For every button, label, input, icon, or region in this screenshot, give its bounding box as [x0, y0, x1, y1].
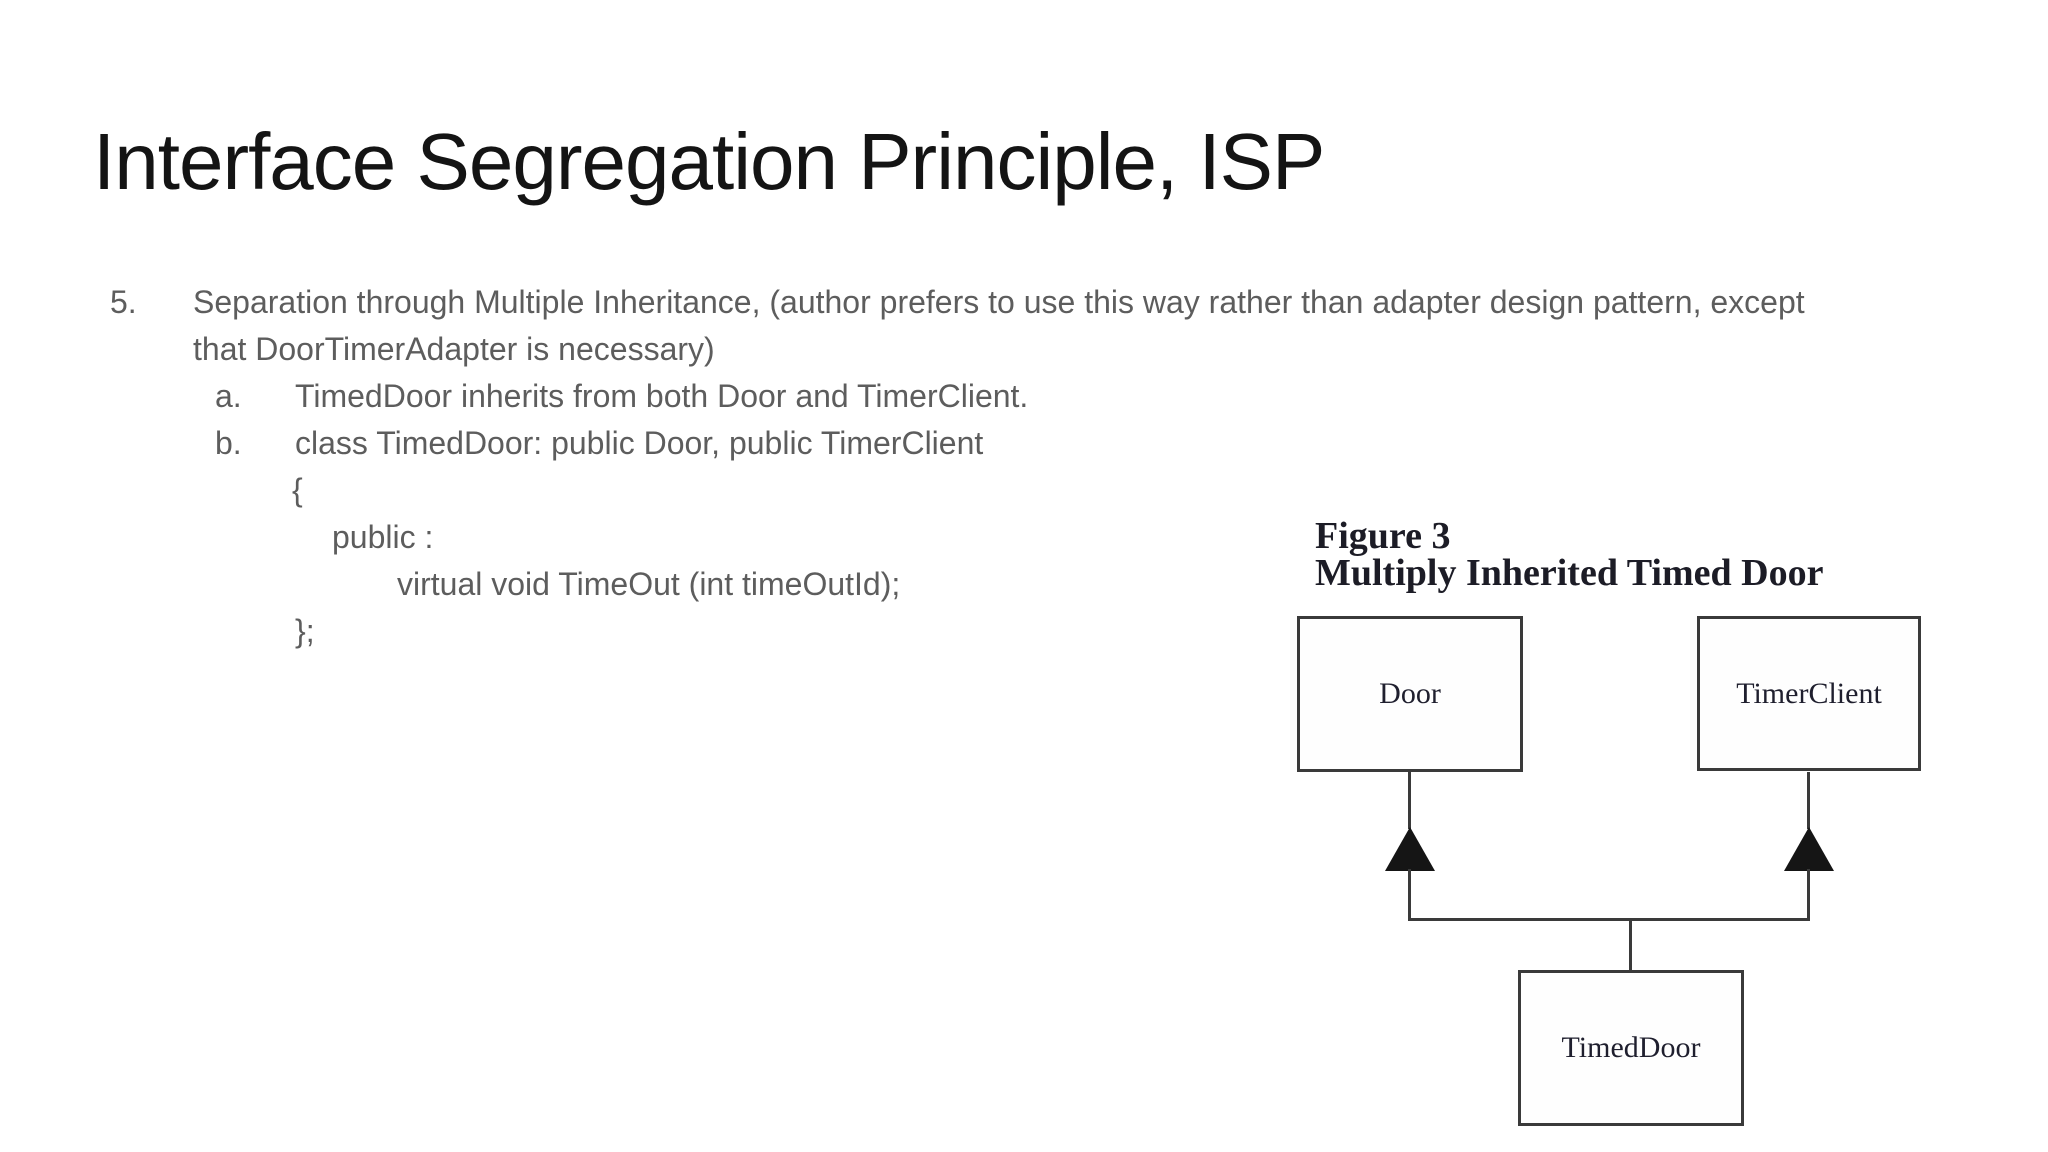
list-item-5-line-1: 5. Separation through Multiple Inheritan…: [0, 279, 2048, 326]
figure-caption-line-1: Figure 3: [1315, 515, 1451, 557]
connector-line-right-upper: [1807, 772, 1810, 829]
connector-line-right-lower: [1807, 869, 1810, 921]
inheritance-arrow-left-icon: [1385, 827, 1435, 871]
code-text-virtual: virtual void TimeOut (int timeOutId);: [397, 566, 901, 602]
code-line-public: public :: [0, 514, 2048, 561]
inheritance-arrow-right-icon: [1784, 827, 1834, 871]
code-line-close-brace: };: [0, 608, 2048, 655]
list-item-5-text-line-2: that DoorTimerAdapter is necessary): [193, 331, 715, 367]
page-title: Interface Segregation Principle, ISP: [93, 117, 1325, 206]
diagram-node-timerclient-label: TimerClient: [1736, 676, 1882, 710]
code-line-virtual: virtual void TimeOut (int timeOutId);: [0, 561, 2048, 608]
code-text-open-brace: {: [292, 472, 303, 508]
list-item-b-text: class TimedDoor: public Door, public Tim…: [295, 425, 984, 461]
diagram-node-door-label: Door: [1379, 677, 1441, 710]
list-item-b-marker: b.: [215, 425, 242, 461]
diagram-node-timeddoor: TimedDoor: [1518, 970, 1744, 1126]
diagram-node-timerclient: TimerClient: [1697, 616, 1921, 771]
connector-line-horizontal: [1408, 918, 1810, 921]
code-line-open-brace: {: [0, 467, 2048, 514]
figure-caption: Figure 3 Multiply Inherited Timed Door: [1315, 515, 1824, 594]
connector-line-middle-stem: [1629, 918, 1632, 970]
list-item-5-text-line-1: Separation through Multiple Inheritance,…: [193, 284, 1805, 320]
connector-line-left-upper: [1408, 772, 1411, 829]
numbered-list: 5. Separation through Multiple Inheritan…: [0, 279, 2048, 655]
code-text-public: public :: [332, 519, 434, 555]
connector-line-left-lower: [1408, 869, 1411, 921]
diagram-node-door: Door: [1297, 616, 1523, 772]
figure-caption-line-2: Multiply Inherited Timed Door: [1315, 552, 1824, 594]
list-item-a-marker: a.: [215, 378, 242, 414]
list-item-a-text: TimedDoor inherits from both Door and Ti…: [295, 378, 1029, 414]
list-item-b: b. class TimedDoor: public Door, public …: [0, 420, 2048, 467]
list-item-5-line-2: that DoorTimerAdapter is necessary): [0, 326, 2048, 373]
list-item-5-marker: 5.: [110, 284, 137, 320]
diagram-node-timeddoor-label: TimedDoor: [1561, 1031, 1701, 1064]
code-text-close-brace: };: [295, 613, 315, 649]
list-item-a: a. TimedDoor inherits from both Door and…: [0, 373, 2048, 420]
